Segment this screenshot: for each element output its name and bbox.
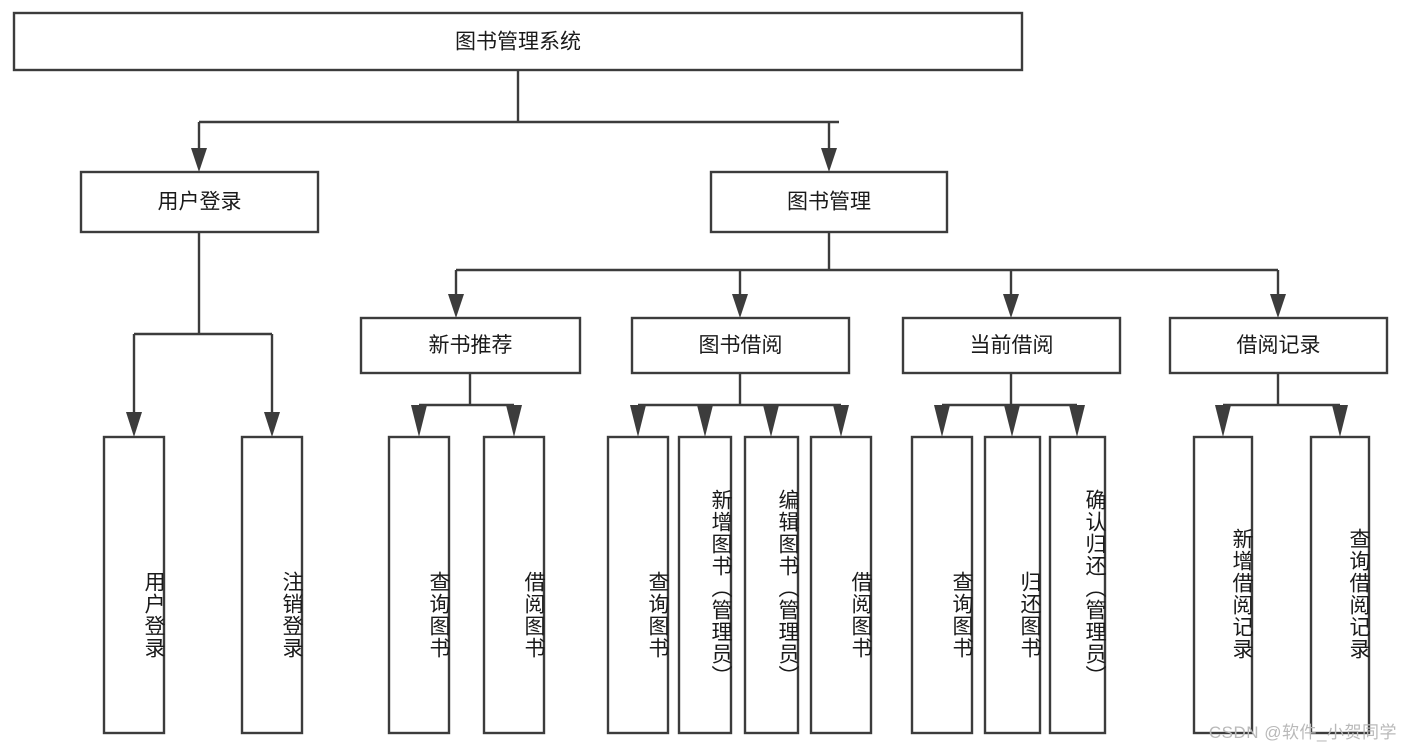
node-book-borrow[interactable]: 图书借阅 <box>630 316 851 375</box>
node-user-login[interactable]: 用户登录 <box>79 170 320 234</box>
connector-book-management-to-level2 <box>448 232 1286 318</box>
arrow-head-icon <box>1004 405 1020 437</box>
connector-new-book-recommend-to-leaves <box>411 373 522 437</box>
node-label-borrow-record: 借阅记录 <box>1237 334 1321 357</box>
node-box-leaf-search-record[interactable] <box>1309 435 1371 735</box>
connector-borrow-record-to-leaves <box>1215 373 1348 437</box>
node-box-leaf-search-book-2[interactable] <box>606 435 670 735</box>
leaf-boxes-group <box>102 435 1371 735</box>
node-label-user-login: 用户登录 <box>158 191 242 214</box>
node-box-leaf-add-book[interactable] <box>677 435 733 735</box>
node-label-root: 图书管理系统 <box>455 31 581 54</box>
arrow-head-icon <box>411 405 427 437</box>
node-book-management[interactable]: 图书管理 <box>709 170 949 234</box>
arrow-head-icon <box>506 405 522 437</box>
node-label-book-management: 图书管理 <box>787 191 871 214</box>
node-root-system[interactable]: 图书管理系统 <box>12 11 1024 72</box>
arrow-head-icon <box>833 405 849 437</box>
watermark-text: CSDN @软件_小贺同学 <box>1208 723 1397 742</box>
node-label-book-borrow: 图书借阅 <box>699 334 783 357</box>
arrow-head-icon <box>821 148 837 172</box>
node-box-current-borrow[interactable] <box>901 316 1122 375</box>
arrow-head-icon <box>191 148 207 172</box>
connector-current-borrow-to-leaves <box>934 373 1085 437</box>
node-new-book-recommend[interactable]: 新书推荐 <box>359 316 582 375</box>
node-box-leaf-search-book-3[interactable] <box>910 435 974 735</box>
node-label-new-book-recommend: 新书推荐 <box>429 334 513 357</box>
node-box-leaf-return-book[interactable] <box>983 435 1042 735</box>
arrow-head-icon <box>1270 294 1286 318</box>
arrow-head-icon <box>264 412 280 437</box>
node-box-user-login[interactable] <box>79 170 320 234</box>
arrow-head-icon <box>1332 405 1348 437</box>
node-box-root[interactable] <box>12 11 1024 72</box>
node-box-new-book-recommend[interactable] <box>359 316 582 375</box>
node-box-leaf-logout[interactable] <box>240 435 304 735</box>
arrow-head-icon <box>732 294 748 318</box>
node-box-leaf-confirm-return[interactable] <box>1048 435 1107 735</box>
arrow-head-icon <box>1069 405 1085 437</box>
node-box-leaf-search-book-1[interactable] <box>387 435 451 735</box>
node-label-current-borrow: 当前借阅 <box>970 334 1054 357</box>
arrow-head-icon <box>697 405 713 437</box>
node-box-leaf-user-login[interactable] <box>102 435 166 735</box>
node-box-leaf-edit-book[interactable] <box>743 435 800 735</box>
node-borrow-record[interactable]: 借阅记录 <box>1168 316 1389 375</box>
connector-book-borrow-to-leaves <box>630 373 849 437</box>
arrow-head-icon <box>1003 294 1019 318</box>
arrow-head-icon <box>934 405 950 437</box>
arrow-head-icon <box>126 412 142 437</box>
arrow-head-icon <box>630 405 646 437</box>
node-current-borrow[interactable]: 当前借阅 <box>901 316 1122 375</box>
connector-user-login-to-leaves <box>126 232 280 437</box>
arrow-head-icon <box>1215 405 1231 437</box>
node-box-leaf-borrow-book-1[interactable] <box>482 435 546 735</box>
arrow-head-icon <box>763 405 779 437</box>
connector-root-to-level1 <box>191 70 839 172</box>
arrow-head-icon <box>448 294 464 318</box>
node-box-leaf-borrow-book-2[interactable] <box>809 435 873 735</box>
node-box-leaf-add-record[interactable] <box>1192 435 1254 735</box>
